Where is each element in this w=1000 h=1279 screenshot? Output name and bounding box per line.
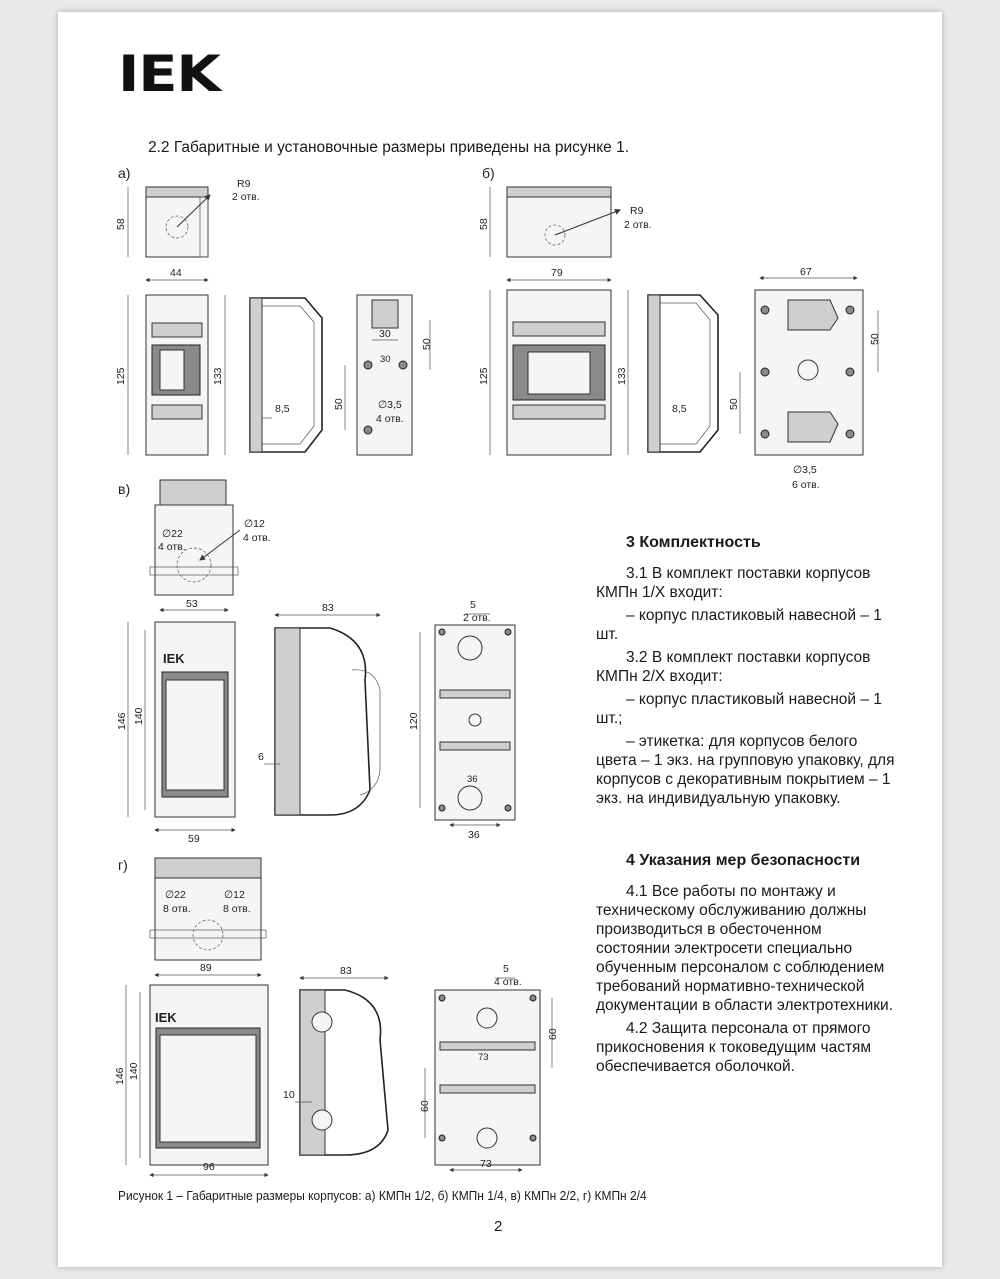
intro-paragraph: 2.2 Габаритные и установочные размеры пр… (148, 139, 630, 156)
fig-g-rear-w: 73 (480, 1158, 492, 1170)
section-4-p2: 4.2 Защита персонала от прямого прикосно… (596, 1020, 872, 1075)
fig-a-mount-count: 4 отв. (376, 413, 404, 425)
fig-v-rear-w: 36 (468, 829, 480, 841)
figure-caption: Рисунок 1 – Габаритные размеры корпусов:… (118, 1188, 647, 1203)
iek-logo: IEK (118, 45, 221, 103)
fig-g-height-outer: 146 (114, 1067, 126, 1085)
fig-b-height-outer: 133 (616, 367, 628, 385)
fig-a-hole-count: 2 отв. (232, 191, 260, 203)
figure-a: а) R9 2 отв. 58 44 125 133 8,5 (115, 165, 433, 456)
fig-b-height-inner: 125 (478, 367, 490, 385)
fig-v-rear-small: 36 (467, 774, 478, 785)
fig-v-hole2-count: 4 отв. (243, 532, 271, 544)
section-4-p1: 4.1 Все работы по монтажу и техническому… (596, 883, 894, 1014)
fig-a-rear-small: 30 (380, 354, 391, 365)
section-3-p1: 3.1 В комплект поставки корпусов КМПн 1/… (596, 565, 871, 601)
fig-g-rear-h1: 60 (547, 1028, 559, 1040)
fig-v-side-step: 6 (258, 751, 264, 763)
section-4-heading: 4 Указания мер безопасности (626, 852, 861, 869)
fig-b-depth-step: 8,5 (672, 403, 687, 415)
figure-g: г) ∅22 8 отв. ∅12 8 отв. 89 IEK 96 146 1… (114, 857, 559, 1178)
page-number: 2 (494, 1218, 503, 1235)
fig-g-hole2-count: 8 отв. (223, 903, 251, 915)
fig-v-rear-h: 120 (408, 712, 420, 730)
fig-a-radius: R9 (237, 178, 251, 190)
fig-v-height-inner: 140 (133, 707, 145, 725)
fig-b-top-height: 58 (478, 218, 490, 230)
fig-a-rear-w: 30 (379, 328, 391, 340)
fig-a-rear-h2: 50 (333, 398, 345, 410)
fig-v-width-bottom: 59 (188, 833, 200, 845)
fig-v-mini-logo: IEK (163, 651, 185, 666)
fig-g-width-bottom: 96 (203, 1161, 215, 1173)
fig-v-hole2: ∅12 (244, 518, 265, 530)
fig-a-height-inner: 125 (115, 367, 127, 385)
fig-v-hole1: ∅22 (162, 528, 183, 540)
fig-g-height-inner: 140 (128, 1062, 140, 1080)
figure-v-tag: в) (118, 481, 130, 497)
fig-v-width-top: 53 (186, 598, 198, 610)
fig-g-hole1-count: 8 отв. (163, 903, 191, 915)
fig-g-rear-small: 73 (478, 1052, 489, 1063)
fig-a-height-outer: 133 (212, 367, 224, 385)
fig-a-depth-step: 8,5 (275, 403, 290, 415)
fig-a-rear-h1: 50 (421, 338, 433, 350)
fig-g-rear-h2: 60 (419, 1100, 431, 1112)
fig-g-rear-top-count: 4 отв. (494, 976, 522, 988)
figure-b: б) R9 2 отв. 58 79 125 133 8,5 67 (478, 165, 881, 491)
section-4: 4 Указания мер безопасности 4.1 Все рабо… (596, 851, 896, 1080)
fig-b-mount-count: 6 отв. (792, 479, 820, 491)
fig-a-width: 44 (170, 267, 182, 279)
fig-b-width: 79 (551, 267, 563, 279)
fig-v-rear-top: 5 (470, 599, 476, 611)
fig-b-mount-hole: ∅3,5 (793, 464, 817, 476)
fig-b-rear-h2: 50 (728, 398, 740, 410)
fig-a-top-height: 58 (115, 218, 127, 230)
fig-b-hole-count: 2 отв. (624, 219, 652, 231)
fig-g-hole2: ∅12 (224, 889, 245, 901)
section-3-p3: 3.2 В комплект поставки корпусов КМПн 2/… (596, 649, 871, 685)
fig-v-depth: 83 (322, 602, 334, 614)
fig-v-rear-top-count: 2 отв. (463, 612, 491, 624)
section-3-p2: – корпус пластиковый навесной – 1 шт. (596, 607, 882, 643)
section-3-p5: – этикетка: для корпусов белого цвета – … (596, 733, 895, 807)
fig-g-width-top: 89 (200, 962, 212, 974)
fig-g-mini-logo: IEK (155, 1010, 177, 1025)
fig-b-rear-h1: 50 (869, 333, 881, 345)
figure-b-tag: б) (482, 165, 495, 181)
figure-a-tag: а) (118, 165, 130, 181)
fig-v-hole1-count: 4 отв. (158, 541, 186, 553)
fig-a-mount-hole: ∅3,5 (378, 399, 402, 411)
fig-v-height-outer: 146 (116, 712, 128, 730)
fig-b-rear-w: 67 (800, 266, 812, 278)
fig-g-rear-top: 5 (503, 963, 509, 975)
section-3: 3 Комплектность 3.1 В комплект поставки … (596, 533, 896, 812)
section-3-heading: 3 Комплектность (626, 534, 761, 551)
fig-g-hole1: ∅22 (165, 889, 186, 901)
fig-b-radius: R9 (630, 205, 644, 217)
fig-g-depth: 83 (340, 965, 352, 977)
section-3-p4: – корпус пластиковый навесной – 1 шт.; (596, 691, 882, 727)
figure-v: в) ∅22 4 отв. ∅12 4 отв. 53 IEK 59 146 1… (116, 479, 516, 845)
figure-g-tag: г) (118, 857, 128, 873)
fig-g-side-step: 10 (283, 1089, 295, 1101)
